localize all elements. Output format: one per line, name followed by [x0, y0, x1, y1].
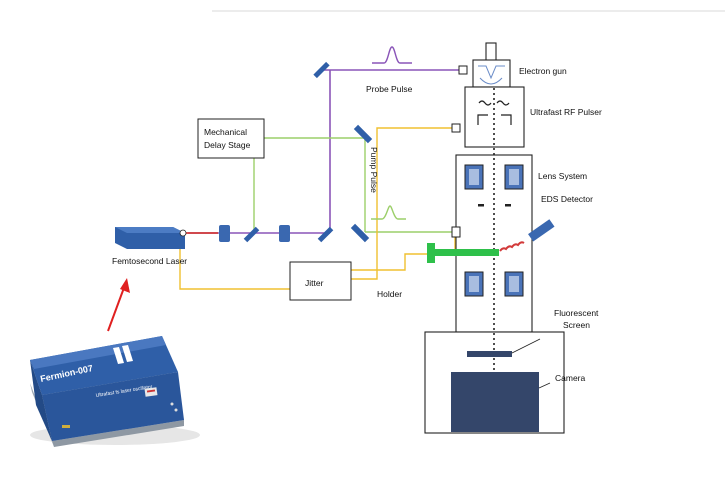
fluorescent-screen: [467, 351, 512, 357]
electron-gun-internals: [478, 65, 505, 85]
fermion-laser-photo: Fermion-007 Ultrafast fs laser oscillato…: [30, 336, 200, 447]
svg-text:Delay Stage: Delay Stage: [204, 140, 251, 150]
femtosecond-laser-unit: Femtosecond Laser: [112, 227, 187, 266]
probe-port: [458, 65, 468, 75]
svg-text:Screen: Screen: [563, 320, 590, 330]
mirror: [353, 124, 373, 144]
probe-pulse-shape: [372, 46, 412, 64]
fluorescent-screen-label: Fluorescent: [554, 308, 599, 318]
pump-pulse-label: Pump Pulse: [369, 147, 379, 193]
femtosecond-laser-label: Femtosecond Laser: [112, 256, 187, 266]
electron-gun: [485, 42, 497, 63]
lens-system-label: Lens System: [538, 171, 587, 181]
mechanical-delay-stage-label: Mechanical: [204, 127, 247, 137]
jitter-label: Jitter: [305, 278, 324, 288]
eds-detector-label: EDS Detector: [541, 194, 593, 204]
pump-pulse-shape: [371, 205, 406, 220]
mirror: [350, 223, 370, 243]
beam-splitter: [243, 226, 260, 243]
leader-lines: [511, 338, 551, 389]
eds-detector: [499, 219, 555, 252]
trigger-line: [179, 127, 457, 290]
jitter-box: Jitter: [289, 261, 352, 301]
mirror: [317, 226, 334, 243]
mirror: [313, 61, 330, 79]
ultrafast-rf-pulser-label: Ultrafast RF Pulser: [530, 107, 602, 117]
rf-pulser-internals: [477, 100, 512, 125]
lens-element: [219, 225, 230, 242]
sample-holder: [427, 243, 499, 263]
pump-window: [451, 226, 461, 238]
electron-gun-label: Electron gun: [519, 66, 567, 76]
camera: [451, 372, 539, 432]
probe-pulse-label: Probe Pulse: [366, 84, 413, 94]
photo-to-laser-arrow: [107, 278, 130, 332]
rf-port: [451, 123, 461, 133]
mechanical-delay-stage-box: Mechanical Delay Stage: [197, 118, 265, 159]
camera-label: Camera: [555, 373, 586, 383]
lens-blocks: [464, 164, 524, 297]
lens-element: [279, 225, 290, 242]
holder-label: Holder: [377, 289, 402, 299]
